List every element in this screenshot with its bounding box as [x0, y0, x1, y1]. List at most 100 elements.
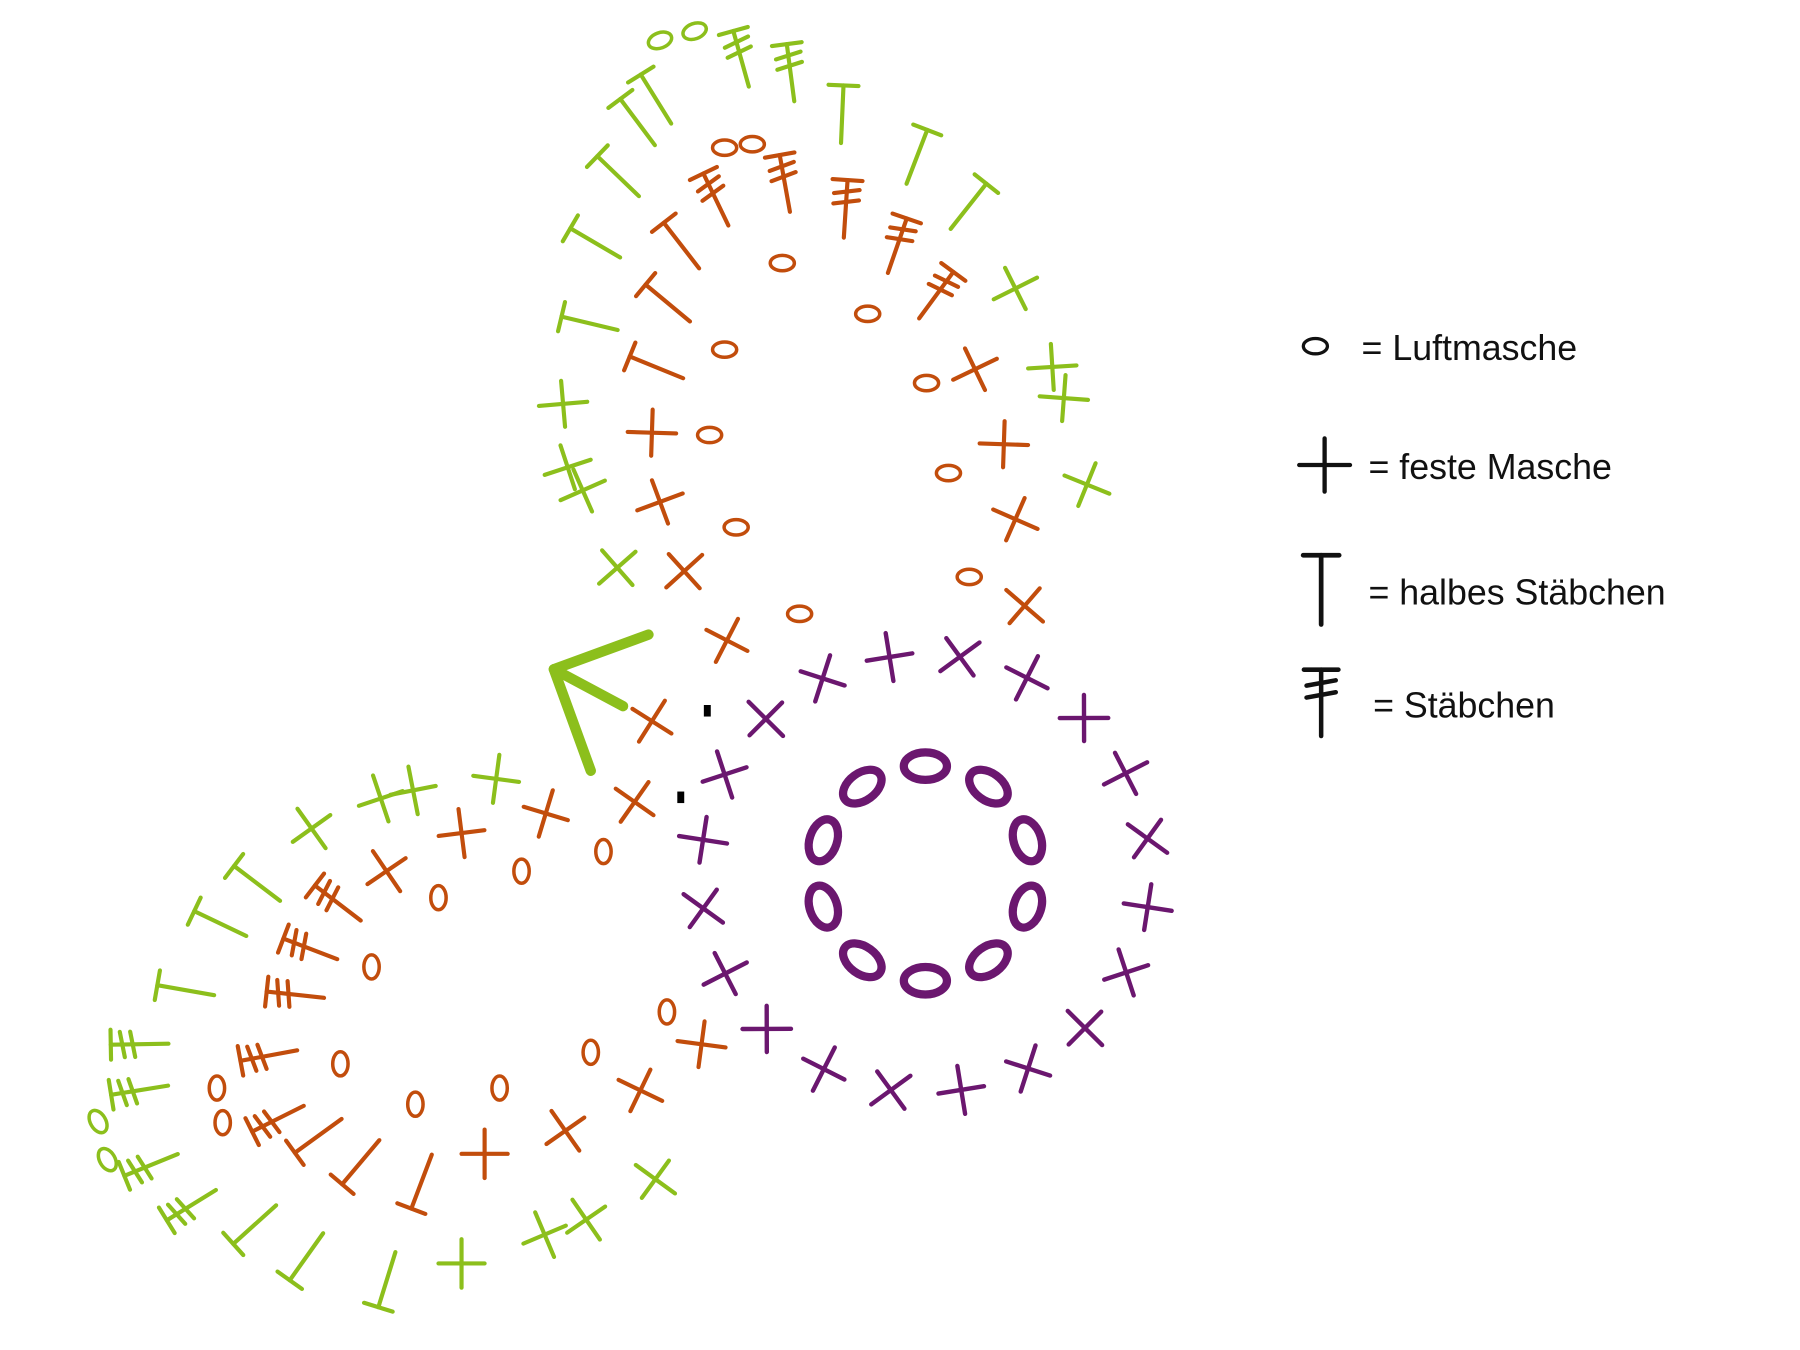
chain-stitch [1008, 881, 1047, 932]
single-crochet-stitch [704, 616, 750, 665]
legend-label: = Luftmasche [1362, 328, 1578, 368]
chain-stitch [362, 953, 381, 981]
half-double-crochet-stitch [633, 270, 693, 324]
single-crochet-stitch [869, 1069, 913, 1111]
single-crochet-stitch [1003, 1043, 1053, 1094]
chain-stitch [768, 253, 797, 273]
chain-stitch [330, 1050, 350, 1078]
half-double-crochet-stitch [649, 211, 702, 271]
single-crochet-stitch [700, 749, 749, 800]
top-inner-row [622, 134, 1046, 744]
double-crochet-stitch [243, 1103, 306, 1148]
half-double-crochet-stitch [395, 1152, 434, 1216]
single-crochet-stitch [388, 764, 438, 817]
single-crochet-stitch [1101, 750, 1150, 797]
single-crochet-stitch [597, 548, 638, 588]
chain-stitch [1301, 336, 1330, 356]
single-crochet-stitch [1004, 586, 1046, 626]
single-crochet-stitch [701, 950, 749, 997]
single-crochet-stitch [801, 1045, 847, 1093]
chain-stitch [710, 138, 739, 158]
double-crochet-stitch [762, 150, 798, 214]
legend-item-chain: = Luftmasche [1301, 328, 1578, 368]
bottom-outer-row [87, 752, 678, 1314]
chain-stitch [912, 373, 941, 393]
chain-stitch [853, 304, 882, 324]
chain-stitch [681, 21, 708, 42]
double-crochet-stitch [687, 164, 731, 228]
single-crochet-stitch [365, 849, 408, 894]
single-crochet-symbol-icon [1297, 436, 1353, 494]
single-crochet-stitch [991, 496, 1040, 543]
legend-label: = feste Masche [1368, 447, 1611, 487]
chain-stitch [955, 567, 984, 587]
chain-stitch [804, 815, 843, 866]
chain-stitch [512, 857, 531, 885]
chain-stitch [657, 998, 677, 1026]
half-double-crochet-stitch [221, 1203, 279, 1258]
chain-stitch [838, 939, 886, 982]
single-crochet-stitch [544, 1108, 587, 1153]
half-double-crochet-stitch [275, 1231, 326, 1292]
single-crochet-stitch [635, 478, 685, 526]
chain-stitch [738, 134, 767, 154]
double-crochet-symbol-icon [1301, 667, 1341, 739]
stitch-symbols [87, 21, 1174, 1314]
single-crochet-stitch [664, 551, 705, 591]
double-crochet-stitch [116, 1151, 180, 1192]
double-crochet-stitch [262, 974, 327, 1009]
half-double-crochet-stitch [222, 851, 283, 903]
single-crochet-stitch [536, 378, 590, 429]
double-crochet-stitch [1301, 667, 1341, 739]
double-crochet-stitch [716, 24, 753, 89]
bottom-inner-row [207, 780, 728, 1216]
chain-stitch [594, 837, 613, 866]
chain-stitch [490, 1074, 510, 1102]
chain-stitch [934, 463, 963, 483]
chain-symbol-icon [1301, 336, 1330, 356]
double-crochet-stitch [235, 1042, 300, 1078]
legend-item-double-crochet: = Stäbchen [1301, 667, 1555, 739]
single-crochet-stitch [1062, 461, 1112, 509]
chain-stitch [804, 881, 843, 932]
single-crochet-stitch [864, 630, 915, 684]
half-double-crochet-stitch [826, 82, 861, 146]
single-crochet-stitch [798, 653, 847, 704]
chain-stitch [722, 517, 750, 537]
chain-stitch [838, 765, 886, 808]
single-crochet-stitch [436, 1237, 487, 1290]
half-double-crochet-stitch [622, 340, 686, 381]
double-crochet-stitch [917, 260, 968, 321]
single-crochet-stitch [1037, 372, 1091, 424]
single-crochet-stitch [681, 887, 726, 930]
half-double-crochet-stitch [152, 968, 217, 1003]
single-crochet-stitch [471, 752, 522, 805]
half-double-crochet-stitch [1300, 552, 1342, 627]
chain-stitch [405, 1090, 425, 1119]
chain-stitch [695, 425, 724, 445]
single-crochet-stitch [1297, 436, 1353, 494]
half-double-crochet-symbol-icon [1300, 552, 1342, 627]
legend-label: = halbes Stäbchen [1368, 573, 1665, 613]
single-crochet-stitch [740, 1003, 794, 1055]
join-marker [703, 705, 711, 717]
single-crochet-stitch [633, 1158, 678, 1200]
single-crochet-stitch [290, 806, 333, 851]
half-double-crochet-stitch [284, 1116, 344, 1168]
single-crochet-stitch [542, 443, 593, 492]
join-marker [677, 791, 685, 804]
half-double-crochet-stitch [185, 895, 249, 939]
chain-stitch [96, 1146, 119, 1173]
double-crochet-stitch [769, 40, 805, 104]
half-double-crochet-stitch [625, 64, 674, 126]
round-1 [676, 630, 1174, 1117]
single-crochet-stitch [436, 806, 487, 860]
single-crochet-stitch [1065, 1008, 1105, 1048]
single-crochet-stitch [676, 814, 730, 865]
single-crochet-stitch [613, 780, 656, 824]
single-crochet-stitch [936, 1063, 987, 1117]
single-crochet-stitch [977, 419, 1031, 470]
top-outer-row [536, 21, 1112, 588]
single-crochet-stitch [459, 1127, 510, 1181]
